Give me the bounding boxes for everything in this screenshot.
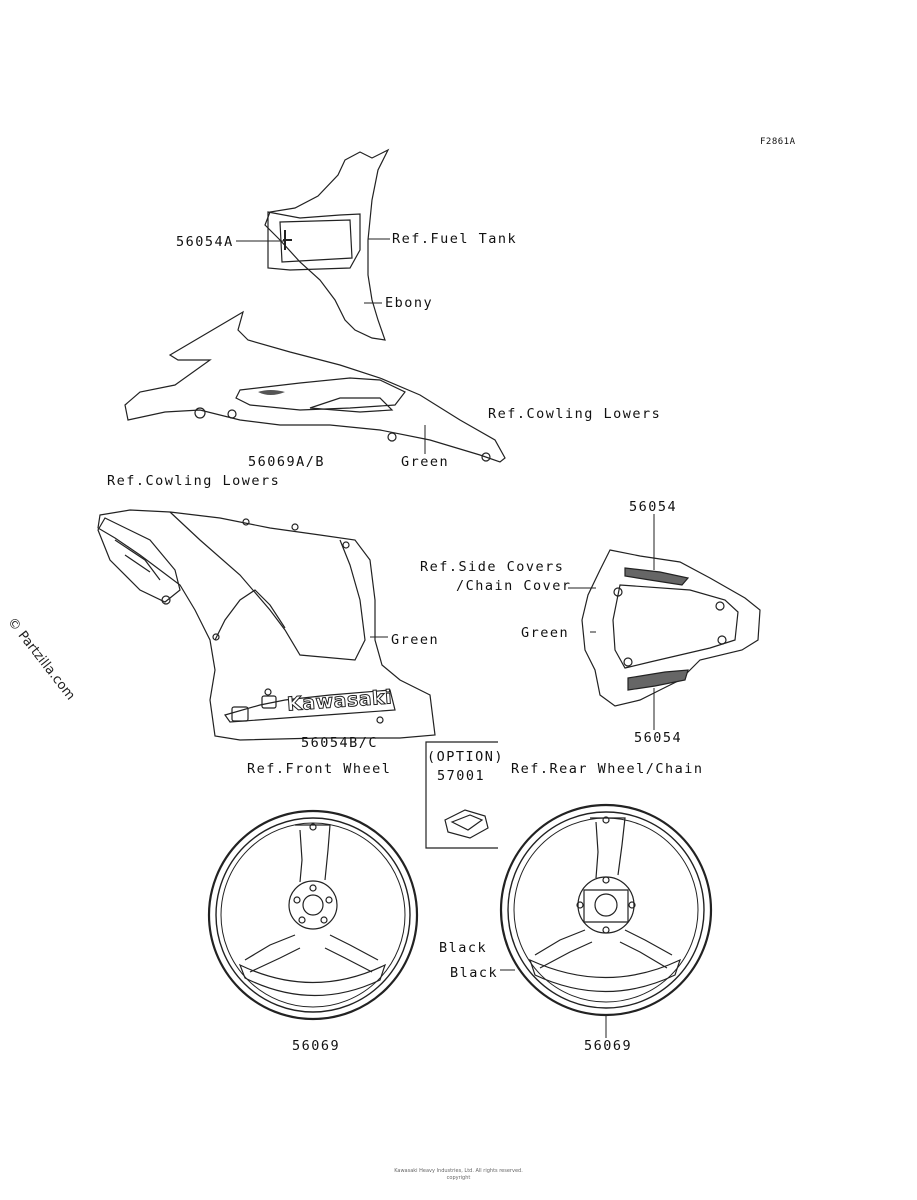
- option-box: [425, 741, 498, 849]
- label-ref-cowling-lowers-left: Ref.Cowling Lowers: [107, 473, 281, 489]
- front-wheel: [207, 809, 419, 1021]
- label-ref-front-wheel: Ref.Front Wheel: [247, 761, 392, 777]
- label-ref-cowling-lowers-upper: Ref.Cowling Lowers: [488, 406, 662, 422]
- label-ebony: Ebony: [385, 295, 434, 311]
- footer-line-1: Kawasaki Heavy Industries, Ltd. All righ…: [394, 1168, 523, 1174]
- label-56054-top: 56054: [629, 499, 678, 515]
- label-black-2: Black: [450, 965, 499, 981]
- label-black-1: Black: [439, 940, 488, 956]
- cowling-lower-decal-upper: [124, 310, 506, 463]
- label-green-top: Green: [401, 454, 450, 470]
- label-56054A: 56054A: [176, 234, 234, 250]
- label-chain-cover: /Chain Cover: [456, 578, 572, 594]
- label-option: (OPTION): [427, 749, 505, 765]
- fuel-tank-decal: [264, 148, 390, 341]
- label-ref-side-covers: Ref.Side Covers: [420, 559, 565, 575]
- side-cover-decal: [581, 549, 761, 707]
- label-ref-fuel-tank: Ref.Fuel Tank: [392, 231, 518, 247]
- label-57001: 57001: [437, 768, 486, 784]
- label-green-cowl: Green: [391, 632, 440, 648]
- label-56069-rear: 56069: [584, 1038, 633, 1054]
- leader-lines: [236, 238, 655, 1038]
- label-56054-bottom: 56054: [634, 730, 683, 746]
- figure-code: F2861A: [760, 137, 796, 147]
- footer-line-2: copyright: [446, 1175, 471, 1181]
- cowling-lower-decal-left: [97, 509, 436, 741]
- label-56069AB: 56069A/B: [248, 454, 326, 470]
- label-56054BC: 56054B/C: [301, 735, 379, 751]
- rear-wheel: [499, 803, 713, 1017]
- label-ref-rear-wheel: Ref.Rear Wheel/Chain: [511, 761, 704, 777]
- label-56069-front: 56069: [292, 1038, 341, 1054]
- label-green-side: Green: [521, 625, 570, 641]
